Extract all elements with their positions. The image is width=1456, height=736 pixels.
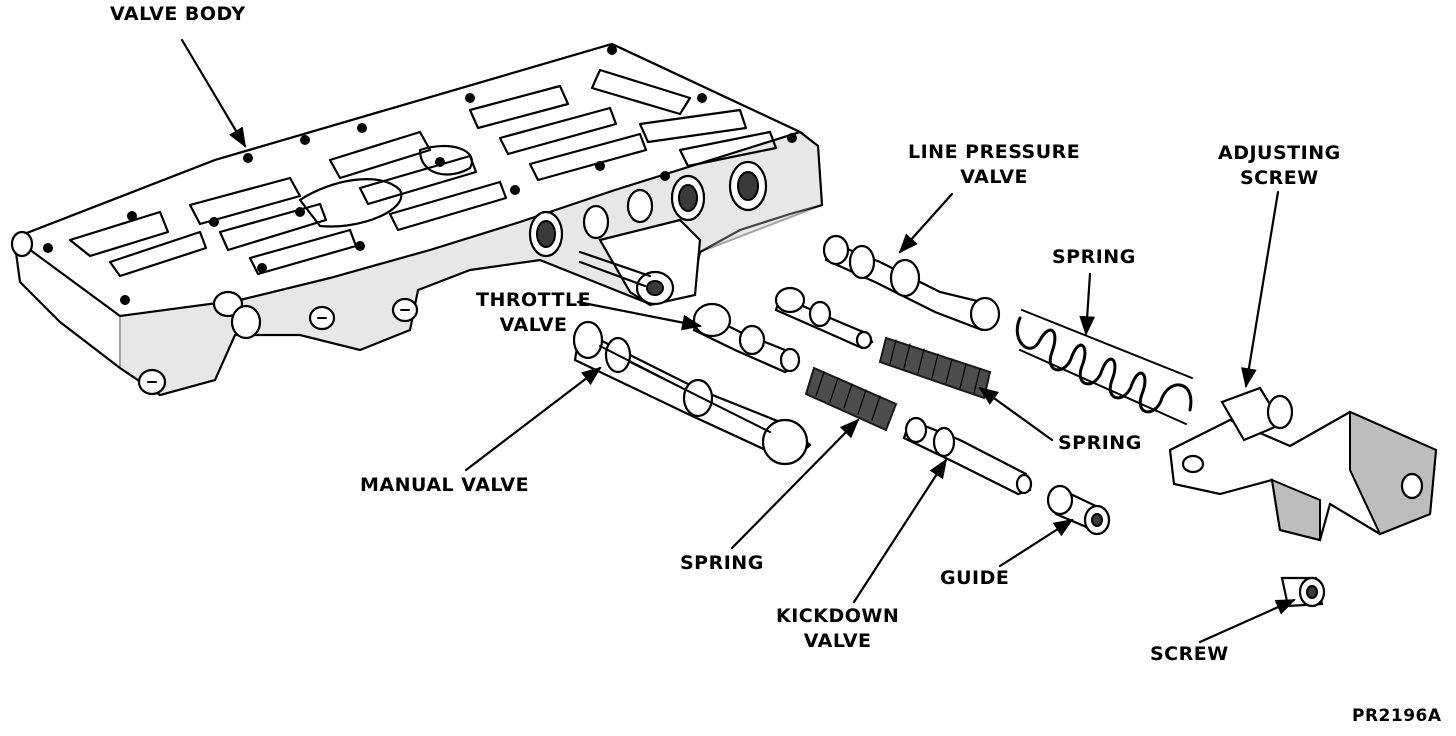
upper-small-valve-part (774, 286, 874, 350)
label-spring-upper: SPRING (1052, 246, 1136, 268)
arrow-kickdown-valve (852, 458, 948, 604)
label-kickdown-valve: KICKDOWN VALVE (776, 605, 900, 652)
spring-lower (804, 366, 898, 432)
kickdown-valve-part (902, 416, 1033, 496)
label-screw: SCREW (1150, 643, 1229, 665)
arrow-adjusting-screw (1241, 190, 1280, 388)
arrow-spring-lower (730, 418, 860, 550)
label-guide: GUIDE (940, 567, 1010, 589)
label-valve-body: VALVE BODY (110, 3, 246, 25)
label-throttle-valve: THROTTLE VALVE (476, 289, 592, 336)
label-spring-right: SPRING (1058, 432, 1142, 454)
spring-middle (878, 336, 992, 400)
spring-large (1015, 309, 1193, 425)
guide-part (1046, 484, 1111, 536)
label-manual-valve: MANUAL VALVE (360, 474, 530, 496)
arrow-spring-right (978, 386, 1054, 442)
throttle-valve-part (692, 302, 801, 374)
arrow-guide (998, 518, 1074, 568)
screw-part (1280, 576, 1326, 608)
valve-body-part (10, 42, 824, 397)
arrow-valve-body (180, 38, 247, 148)
arrow-line-pressure-valve (898, 192, 954, 254)
label-line-pressure-valve: LINE PRESSURE VALVE (908, 141, 1081, 188)
arrow-spring-upper (1079, 272, 1096, 336)
leader-arrows (180, 38, 1296, 644)
arrow-manual-valve (464, 366, 602, 472)
figure-id: PR2196A (1352, 706, 1442, 726)
adjusting-screw-bracket-part (1168, 386, 1438, 542)
manual-valve-part (572, 320, 812, 466)
label-adjusting-screw: ADJUSTING SCREW (1218, 142, 1341, 189)
line-pressure-valve-part (822, 234, 1001, 332)
label-spring-lower: SPRING (680, 552, 764, 574)
arrow-screw (1198, 598, 1296, 644)
arrow-throttle-valve (576, 300, 702, 331)
